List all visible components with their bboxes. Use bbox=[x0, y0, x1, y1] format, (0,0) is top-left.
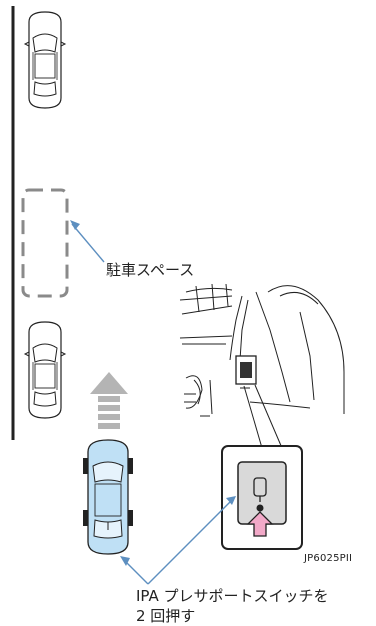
instruction-line-1: IPA プレサポートスイッチを bbox=[136, 587, 329, 605]
instruction-leader-switch bbox=[147, 499, 233, 585]
parking-space-label: 駐車スペース bbox=[106, 261, 195, 279]
figure-code-label: JP6025PII bbox=[304, 553, 353, 564]
dashboard-illustration bbox=[179, 283, 345, 417]
callout-line-left bbox=[243, 385, 263, 449]
press-arrow-icon bbox=[246, 511, 274, 537]
instruction-line-2: 2 回押す bbox=[136, 607, 196, 625]
callout-line-right bbox=[254, 384, 283, 449]
parked-car-icon bbox=[24, 11, 66, 109]
switch-location-icon bbox=[235, 355, 257, 389]
parking-space-leader-head bbox=[70, 220, 80, 230]
ipa-switch-icon bbox=[237, 461, 287, 525]
forward-arrow-icon bbox=[90, 372, 128, 429]
instruction-leader-car-head bbox=[120, 556, 130, 566]
parking-space-outline bbox=[21, 188, 69, 298]
parked-car-icon bbox=[24, 321, 66, 419]
parked-car-rear bbox=[24, 321, 66, 419]
own-car-icon bbox=[83, 439, 133, 555]
instruction-leader-car bbox=[123, 559, 149, 585]
parked-car-front bbox=[24, 11, 66, 109]
parking-space-leader bbox=[71, 223, 105, 263]
instruction-leader-switch-head bbox=[226, 496, 236, 505]
